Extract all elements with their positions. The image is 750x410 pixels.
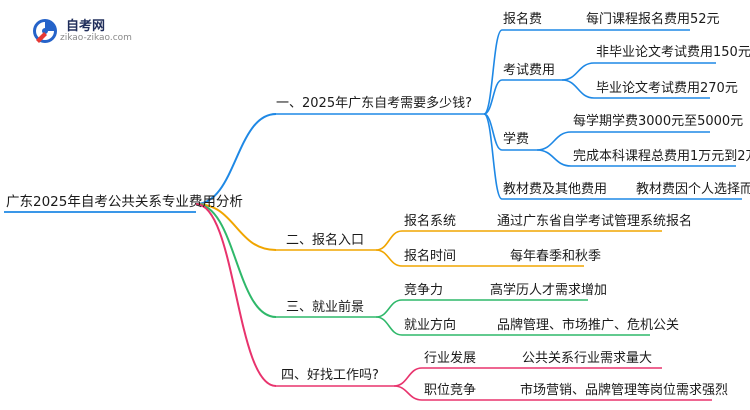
- edge-root-branch-employment: [195, 203, 277, 387]
- edge-prospects-competitiveness: [375, 299, 403, 318]
- branch-entry: 二、报名入口: [286, 233, 365, 248]
- node-registration-fee: 报名费: [503, 12, 543, 27]
- edge-root-branch-prospects: [195, 203, 277, 318]
- branch-employment: 四、好找工作吗?: [281, 368, 379, 383]
- node-competition: 职位竞争: [424, 383, 477, 398]
- edge-cost-examfee: [483, 79, 503, 115]
- edge-tuition-semester: [536, 131, 572, 151]
- edge-entry-system: [375, 230, 403, 251]
- leaf-tuition-total: 完成本科课程总费用1万元到2万元: [573, 149, 750, 164]
- edge-cost-materials: [483, 113, 503, 200]
- leaf-industry: 公共关系行业需求量大: [522, 351, 653, 366]
- edge-cost-regfee: [483, 29, 503, 115]
- leaf-tuition-semester: 每学期学费3000元至5000元: [573, 114, 744, 129]
- edge-entry-time: [375, 249, 403, 267]
- leaf-exam-fee-normal: 非毕业论文考试费用150元: [596, 45, 750, 60]
- logo-title: 自考网: [66, 19, 106, 34]
- edge-employment-industry: [393, 367, 423, 387]
- leaf-reg-time: 每年春季和秋季: [510, 249, 602, 264]
- edge-root-branch-entry: [195, 203, 277, 251]
- branch-cost: 一、2025年广东自考需要多少钱?: [276, 96, 472, 111]
- edge-root-branch-cost: [195, 113, 277, 205]
- edge-prospects-direction: [375, 316, 403, 336]
- leaf-materials: 教材费因个人选择而异: [636, 182, 750, 197]
- leaf-competitiveness: 高学历人才需求增加: [490, 283, 608, 298]
- mindmap-root: 广东2025年自考公共关系专业费用分析: [6, 194, 243, 210]
- leaf-competition: 市场营销、品牌管理等岗位需求强烈: [520, 383, 729, 398]
- leaf-career-direction: 品牌管理、市场推广、危机公关: [497, 318, 680, 333]
- branch-prospects: 三、就业前景: [286, 300, 365, 315]
- leaf-exam-fee-thesis: 毕业论文考试费用270元: [596, 81, 738, 96]
- node-exam-fee: 考试费用: [503, 63, 556, 78]
- edge-examfee-normal: [561, 62, 595, 81]
- leaf-reg-system: 通过广东省自学考试管理系统报名: [497, 214, 693, 229]
- edge-tuition-total: [536, 149, 572, 167]
- edge-examfee-thesis: [561, 79, 595, 99]
- node-career-direction: 就业方向: [404, 318, 457, 333]
- logo: 自考网 zikao-zikao.com: [30, 14, 150, 50]
- logo-url: zikao-zikao.com: [60, 33, 132, 43]
- node-industry: 行业发展: [424, 351, 477, 366]
- edge-employment-competition: [393, 385, 423, 401]
- logo-icon: [33, 19, 57, 43]
- node-reg-time: 报名时间: [404, 249, 457, 264]
- node-competitiveness: 竞争力: [404, 283, 444, 298]
- leaf-registration-fee: 每门课程报名费用52元: [586, 12, 720, 27]
- node-reg-system: 报名系统: [404, 214, 457, 229]
- node-tuition: 学费: [503, 132, 530, 147]
- node-materials: 教材费及其他费用: [503, 182, 608, 197]
